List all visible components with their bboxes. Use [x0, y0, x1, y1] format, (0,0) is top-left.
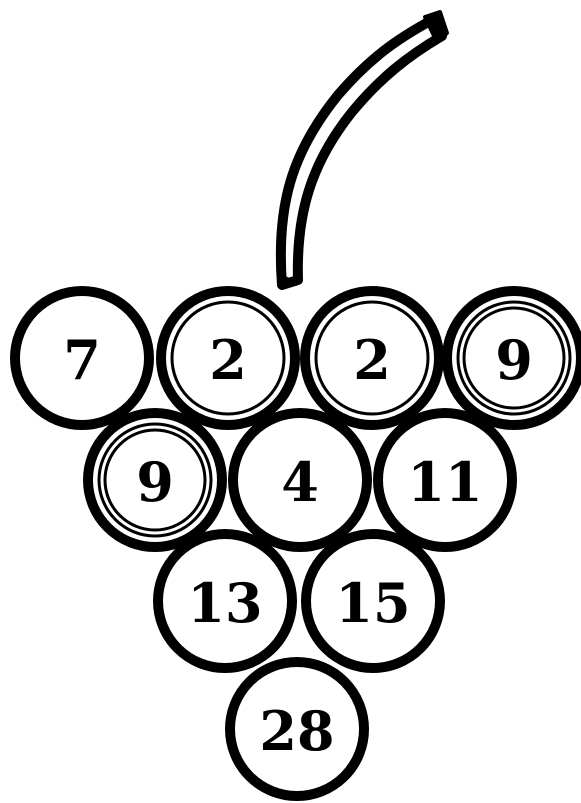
grape-6: 4 — [233, 413, 367, 547]
grape-number: 11 — [407, 450, 482, 514]
grape-number: 4 — [281, 450, 319, 514]
grape-10: 28 — [230, 662, 364, 796]
grape-3: 2 — [305, 291, 439, 425]
grape-stem-icon — [277, 12, 447, 290]
grape-number: 2 — [209, 328, 247, 392]
grape-8: 13 — [158, 534, 292, 668]
grape-number: 13 — [187, 571, 262, 635]
grape-number: 9 — [495, 328, 533, 392]
grape-number: 15 — [335, 571, 410, 635]
grape-9: 15 — [306, 534, 440, 668]
grape-number: 7 — [63, 328, 101, 392]
grape-2: 2 — [161, 291, 295, 425]
grape-number: 28 — [259, 699, 334, 763]
grape-number: 2 — [353, 328, 391, 392]
grape-1: 7 — [15, 291, 149, 425]
grape-7: 11 — [378, 413, 512, 547]
grape-4: 9 — [447, 291, 581, 425]
grape-5: 9 — [88, 413, 222, 547]
grape-number: 9 — [136, 450, 174, 514]
